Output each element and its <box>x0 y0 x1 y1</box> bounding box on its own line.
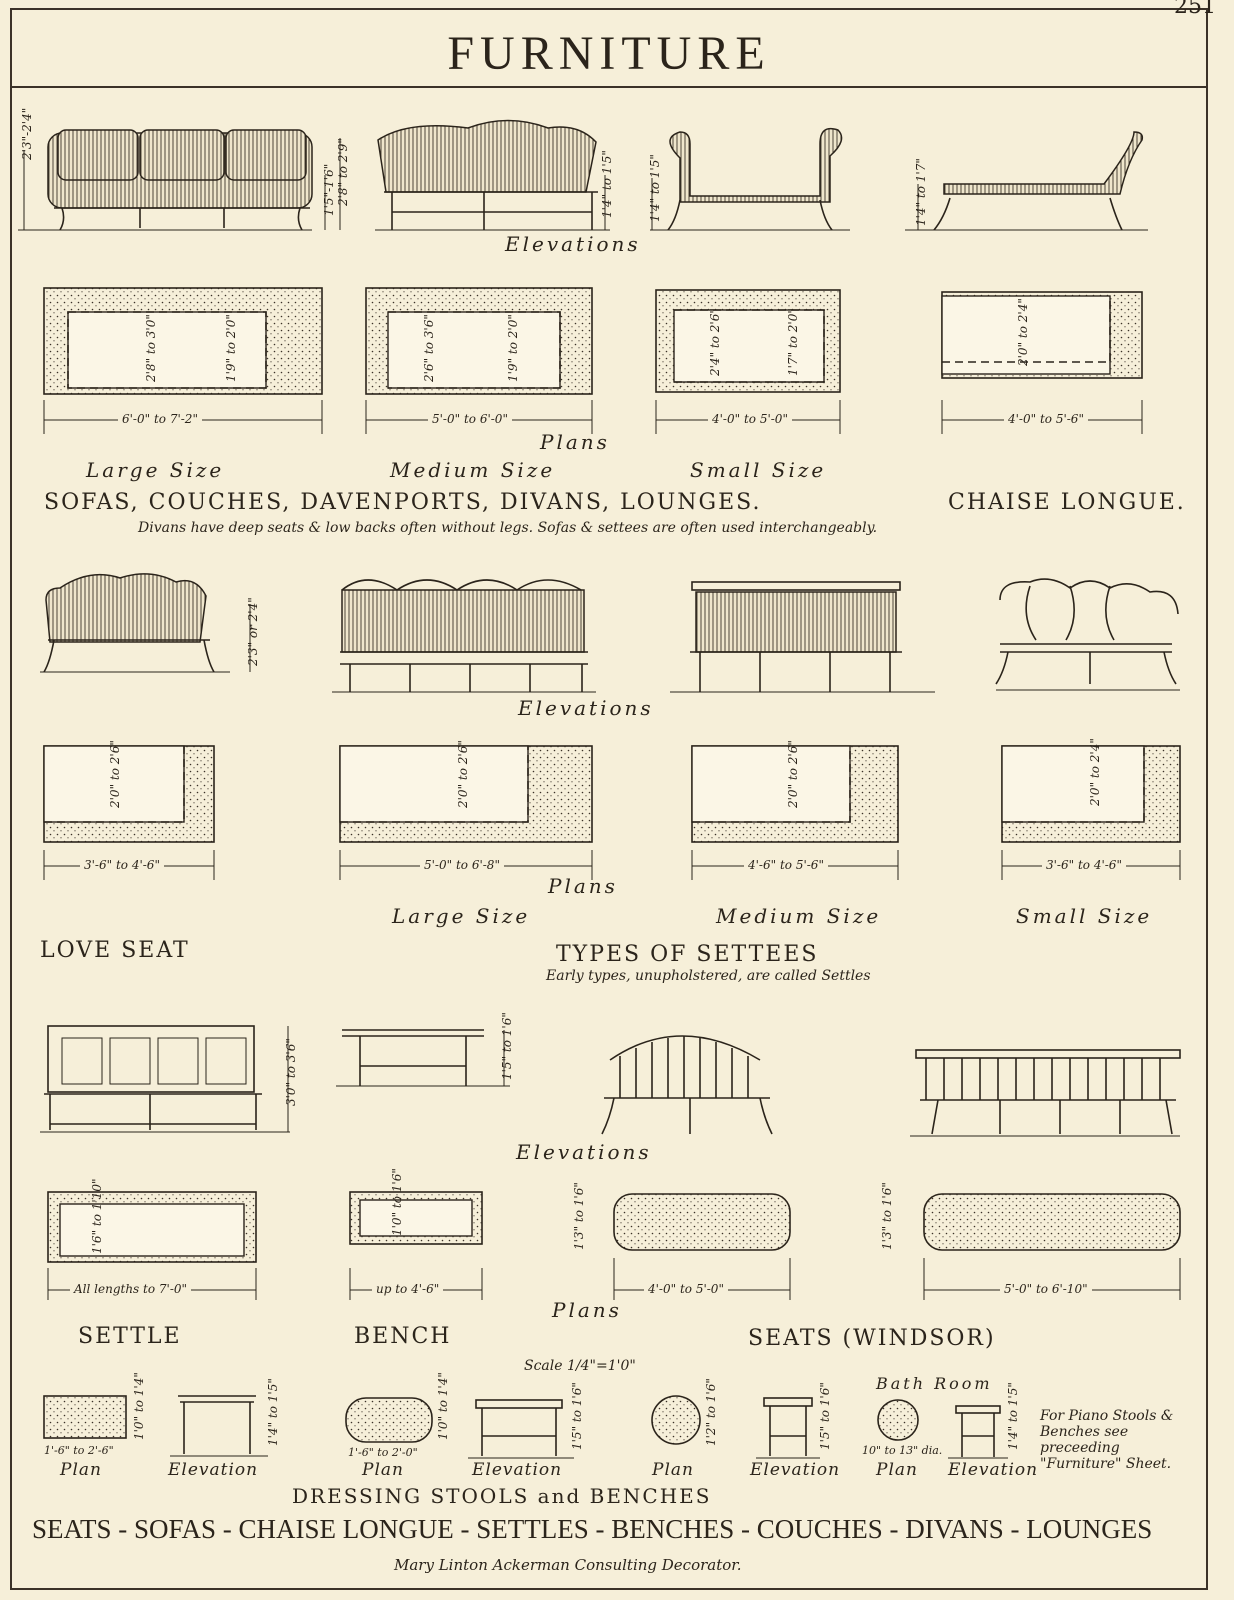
stool2-width: 1'-6" to 2'-0" <box>348 1446 418 1459</box>
stool4-plan-label: Plan <box>876 1460 918 1480</box>
sofa-medium-width: 5'-0" to 6'-0" <box>428 412 512 426</box>
settee-large-width: 5'-0" to 6'-8" <box>420 858 504 872</box>
stool2-elevation-label: Elevation <box>472 1460 563 1480</box>
stool1-plan-depth: 1'0" to 1'4" <box>132 1372 146 1440</box>
stool4-width: 10" to 13" dia. <box>862 1444 943 1457</box>
sofas-plans-label: Plans <box>540 430 610 454</box>
settee-large-drawing <box>332 579 596 693</box>
page-number: 251 <box>1174 0 1216 19</box>
stool2-height: 1'5" to 1'6" <box>570 1382 584 1450</box>
stool2-plan-label: Plan <box>362 1460 404 1480</box>
stool4-elevation-label: Elevation <box>948 1460 1039 1480</box>
settees-heading: TYPES OF SETTEES <box>556 942 819 967</box>
sofas-note: Divans have deep seats & low backs often… <box>138 520 878 536</box>
bench-width: up to 4'-6" <box>372 1282 444 1296</box>
settle-drawing <box>40 1025 290 1133</box>
stool1-elevation-label: Elevation <box>168 1460 259 1480</box>
stool1-plan-label: Plan <box>60 1460 102 1480</box>
windsor-small-width: 4'-0" to 5'-0" <box>644 1282 728 1296</box>
chaise-width: 4'-0" to 5'-6" <box>1004 412 1088 426</box>
stools-heading: DRESSING STOOLS and BENCHES <box>292 1484 712 1508</box>
windsor-heading: SEATS (WINDSOR) <box>748 1326 996 1351</box>
sofa-medium-size-label: Medium Size <box>390 458 556 482</box>
footer-title: SEATS - SOFAS - CHAISE LONGUE - SETTLES … <box>32 1514 1153 1544</box>
love-seat-drawing <box>40 573 251 673</box>
settee-medium-size-label: Medium Size <box>716 904 882 928</box>
settees-plans-label: Plans <box>548 874 618 898</box>
sofa-large-drawing <box>18 129 341 231</box>
sofas-elevations-label: Elevations <box>505 232 641 256</box>
sofa-large-width: 6'-0" to 7'-2" <box>118 412 202 426</box>
settles-plans-label: Plans <box>552 1298 622 1322</box>
stool4-height: 1'4" to 1'5" <box>1006 1382 1020 1450</box>
settees-elevations-label: Elevations <box>518 696 654 720</box>
windsor-large-drawing <box>910 1049 1181 1137</box>
piano-stools-note: For Piano Stools & Benches see preceedin… <box>1040 1408 1174 1472</box>
sofa-medium-drawing <box>375 119 610 231</box>
stool1-height: 1'4" to 1'5" <box>266 1378 280 1446</box>
love-seat-width: 3'-6" to 4'-6" <box>80 858 164 872</box>
settles-elevations-label: Elevations <box>516 1140 652 1164</box>
settle-heading: SETTLE <box>78 1324 182 1349</box>
footer-credit: Mary Linton Ackerman Consulting Decorato… <box>394 1556 742 1574</box>
bath-room-label: Bath Room <box>876 1374 993 1393</box>
settle-width: All lengths to 7'-0" <box>70 1282 192 1296</box>
page-title: FURNITURE <box>447 27 771 80</box>
chaise-heading: CHAISE LONGUE. <box>948 490 1186 515</box>
title-bar: FURNITURE <box>10 8 1208 88</box>
stool2-plan-depth: 1'0" to 1'4" <box>436 1372 450 1440</box>
bench-drawing <box>336 1029 510 1087</box>
stool1-width: 1'-6" to 2'-6" <box>44 1444 114 1457</box>
page-border <box>10 8 1208 1590</box>
settee-medium-drawing <box>670 581 935 693</box>
bench-heading: BENCH <box>354 1324 452 1349</box>
settee-large-size-label: Large Size <box>392 904 531 928</box>
sofa-small-width: 4'-0" to 5'-0" <box>708 412 792 426</box>
chaise-drawing <box>905 131 1148 231</box>
stool3-plan-label: Plan <box>652 1460 694 1480</box>
settee-small-width: 3'-6" to 4'-6" <box>1042 858 1126 872</box>
sofas-heading: SOFAS, COUCHES, DAVENPORTS, DIVANS, LOUN… <box>44 490 762 515</box>
scale-label: Scale 1/4"=1'0" <box>524 1358 636 1374</box>
love-seat-heading: LOVE SEAT <box>40 938 190 963</box>
sofa-small-drawing <box>650 127 850 231</box>
settees-note: Early types, unupholstered, are called S… <box>546 968 871 984</box>
stool3-elevation-label: Elevation <box>750 1460 841 1480</box>
settee-small-size-label: Small Size <box>1016 904 1153 928</box>
stool3-plan-depth: 1'2" to 1'6" <box>704 1378 718 1446</box>
sofa-large-size-label: Large Size <box>86 458 225 482</box>
windsor-small-drawing <box>601 1035 773 1135</box>
settee-medium-width: 4'-6" to 5'-6" <box>744 858 828 872</box>
sofa-small-size-label: Small Size <box>690 458 827 482</box>
settee-small-drawing <box>995 578 1180 691</box>
windsor-large-width: 5'-0" to 6'-10" <box>1000 1282 1092 1296</box>
stool3-height: 1'5" to 1'6" <box>818 1382 832 1450</box>
